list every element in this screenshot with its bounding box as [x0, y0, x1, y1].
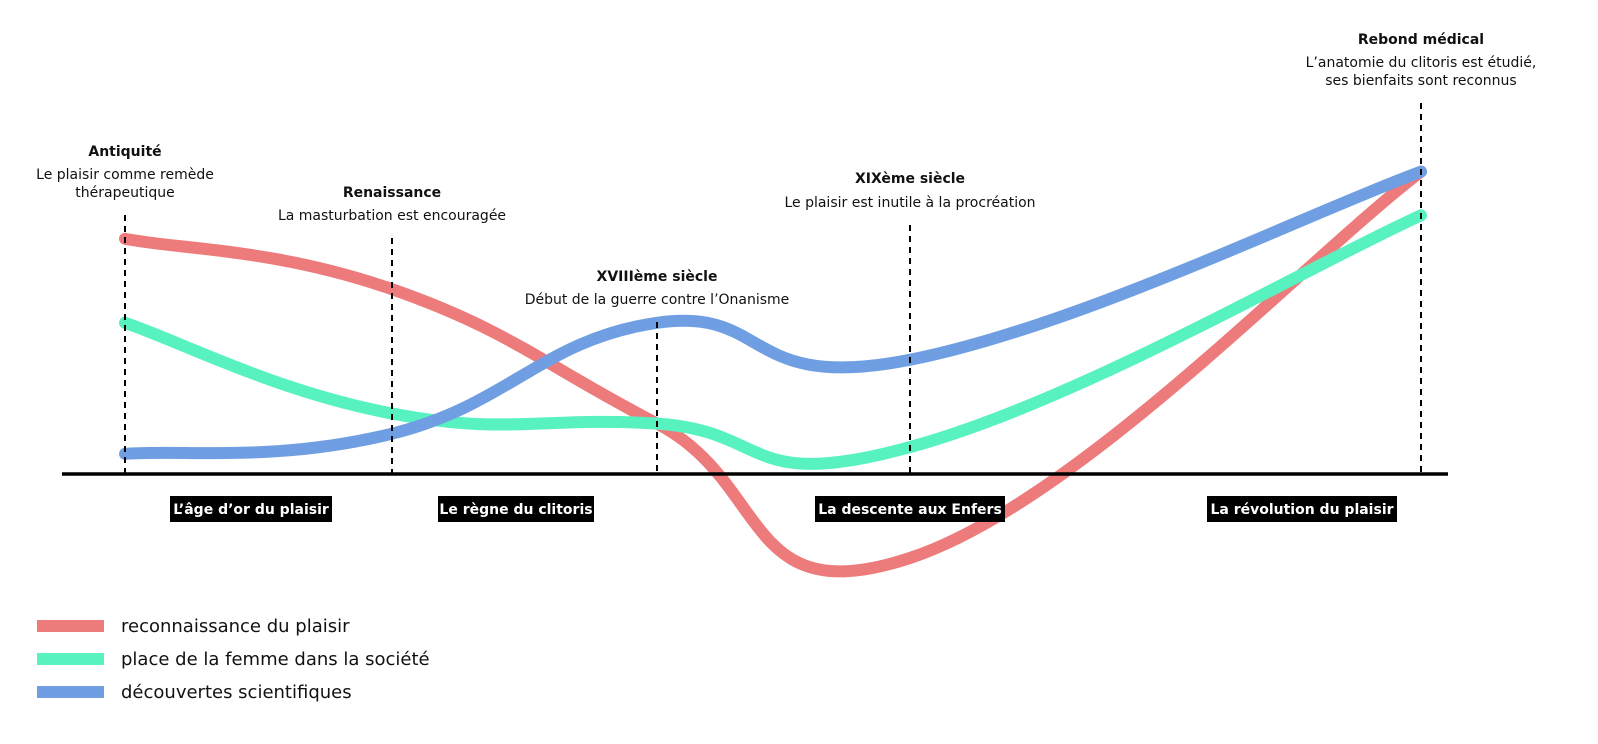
era-label-2: Le règne du clitoris — [439, 502, 592, 518]
event-description-2-1: La masturbation est encouragée — [278, 208, 506, 224]
event-title-4: XIXème siècle — [855, 171, 965, 187]
era-label-3: La descente aux Enfers — [818, 502, 1002, 518]
series-line-2 — [119, 209, 1427, 470]
era-labels: L’âge d’or du plaisir Le règne du clitori… — [170, 496, 1397, 522]
event-title-5: Rebond médical — [1358, 32, 1484, 48]
event-labels: Antiquité Le plaisir comme remède thérapeu… — [36, 32, 1536, 308]
event-description-5-1: L’anatomie du clitoris est étudié, — [1306, 55, 1537, 71]
era-box-1 — [170, 496, 332, 522]
legend-swatch-2 — [37, 653, 104, 665]
legend: reconnaissance du plaisir place de la fem… — [37, 616, 430, 703]
event-description-3-1: Début de la guerre contre l’Onanisme — [525, 292, 790, 308]
era-box-4 — [1207, 496, 1397, 522]
era-box-2 — [438, 496, 594, 522]
era-label-4: La révolution du plaisir — [1210, 502, 1393, 518]
event-description-5-2: ses bienfaits sont reconnus — [1325, 73, 1516, 89]
legend-label-2: place de la femme dans la société — [121, 649, 430, 670]
legend-label-3: découvertes scientifiques — [121, 682, 352, 703]
era-label-1: L’âge d’or du plaisir — [173, 502, 329, 518]
event-description-4-1: Le plaisir est inutile à la procréation — [784, 195, 1035, 211]
era-box-3 — [815, 496, 1005, 522]
event-description-1-2: thérapeutique — [75, 185, 174, 201]
event-title-2: Renaissance — [343, 185, 441, 201]
legend-swatch-1 — [37, 620, 104, 632]
event-title-1: Antiquité — [88, 144, 161, 160]
series-line-3 — [119, 165, 1427, 460]
event-title-3: XVIIIème siècle — [597, 269, 718, 285]
event-description-1-1: Le plaisir comme remède — [36, 167, 214, 183]
legend-label-1: reconnaissance du plaisir — [121, 616, 350, 637]
legend-swatch-3 — [37, 686, 104, 698]
event-markers — [124, 103, 1422, 474]
